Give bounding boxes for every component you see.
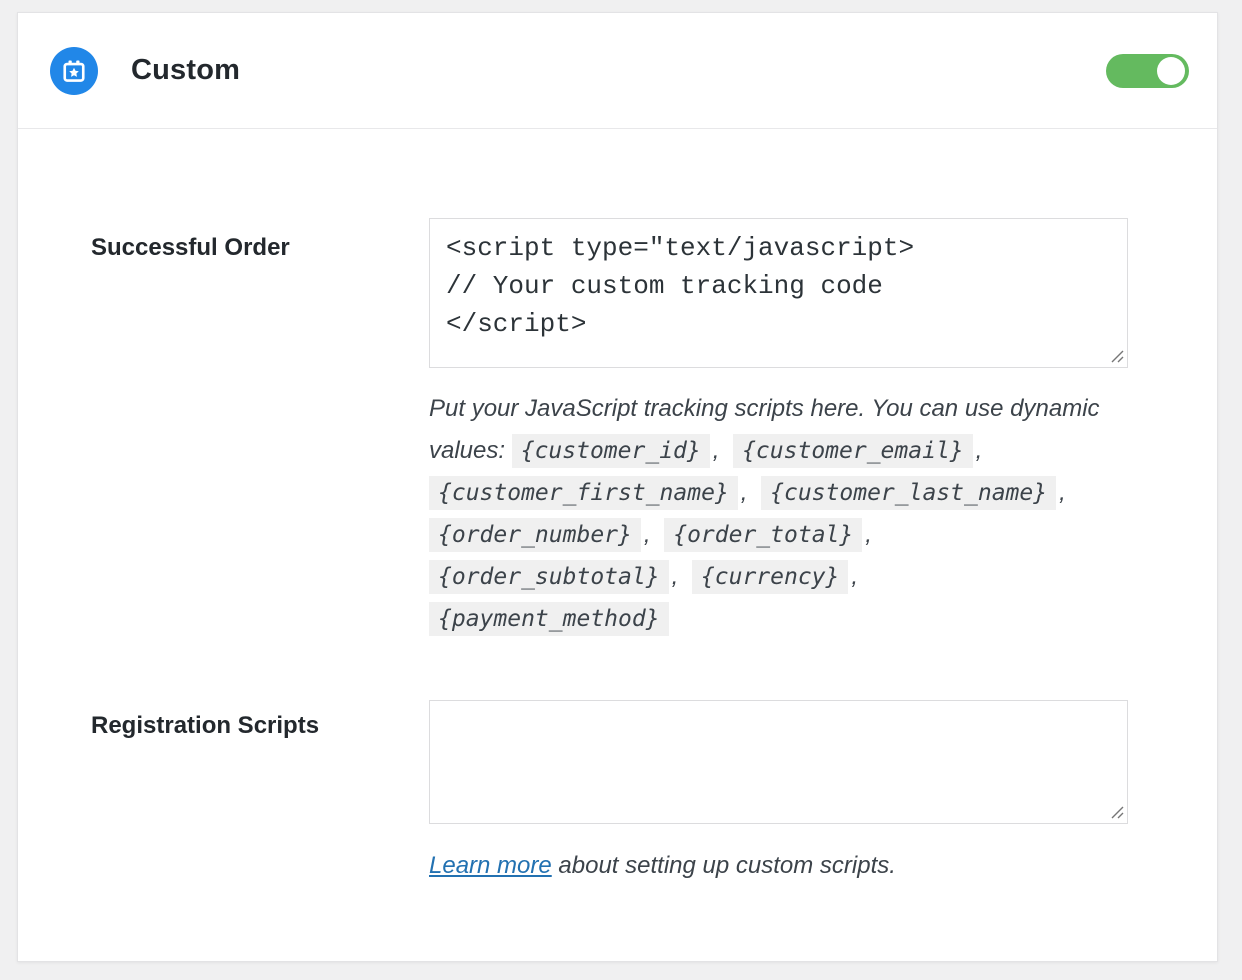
toggle-knob	[1157, 56, 1185, 85]
successful-order-textarea-wrap: <script type="text/javascript> // Your c…	[429, 218, 1128, 368]
card-header: Custom	[18, 13, 1217, 129]
registration-scripts-textarea[interactable]	[429, 700, 1128, 824]
help-intro-text: Put your JavaScript tracking scripts her…	[429, 395, 1100, 464]
dynamic-value-token: {currency}	[691, 560, 849, 594]
dynamic-value-token: {customer_email}	[733, 434, 973, 468]
enable-custom-toggle[interactable]	[1106, 53, 1189, 88]
successful-order-help: Put your JavaScript tracking scripts her…	[429, 388, 1101, 640]
registration-scripts-label: Registration Scripts	[91, 712, 320, 739]
registration-help-text: about setting up custom scripts.	[551, 852, 896, 879]
registration-scripts-textarea-wrap	[429, 700, 1128, 824]
dynamic-value-token: {order_total}	[664, 518, 863, 552]
calendar-star-icon	[50, 46, 98, 95]
dynamic-value-token: {payment_method}	[429, 602, 669, 636]
registration-help: Learn more about setting up custom scrip…	[429, 845, 1101, 887]
dynamic-value-token: {order_number}	[429, 518, 641, 552]
dynamic-value-token: {customer_first_name}	[429, 476, 738, 510]
successful-order-label: Successful Order	[91, 234, 290, 261]
successful-order-textarea[interactable]: <script type="text/javascript> // Your c…	[429, 218, 1128, 368]
dynamic-value-token: {customer_last_name}	[761, 476, 1057, 510]
dynamic-value-token: {order_subtotal}	[429, 560, 669, 594]
learn-more-link[interactable]: Learn more	[429, 852, 552, 879]
dynamic-value-token: {customer_id}	[511, 434, 710, 468]
card-body: Successful Order <script type="text/java…	[18, 129, 1217, 962]
custom-scripts-card: Custom Successful Order <script type="te…	[17, 12, 1218, 962]
card-title: Custom	[131, 54, 241, 86]
